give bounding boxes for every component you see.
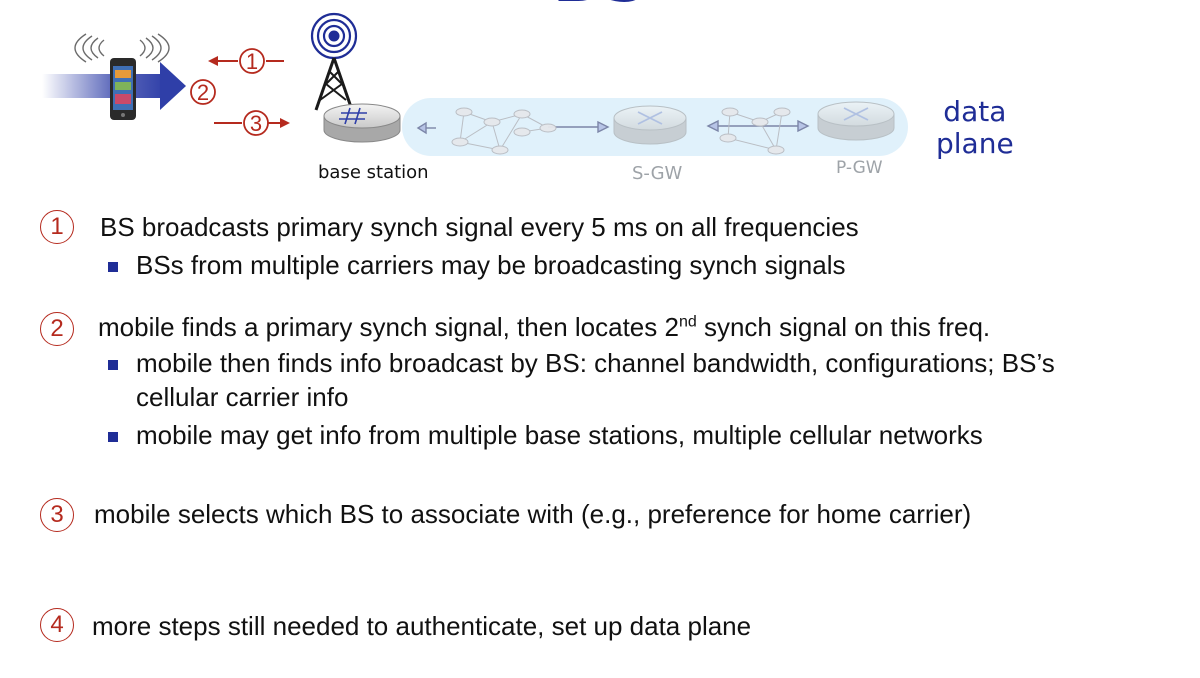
step-2: 2 mobile finds a primary synch signal, t… xyxy=(0,310,1200,450)
core-network-mesh-icon xyxy=(451,107,557,155)
slide-title: BS xyxy=(500,0,700,12)
step-4-number: 4 xyxy=(40,608,74,642)
step-2-bullet-marker-2 xyxy=(108,432,118,442)
core-network-mesh-2-icon xyxy=(719,107,791,155)
step-2-text-sup: nd xyxy=(678,313,697,331)
data-plane-label: data plane xyxy=(936,96,1014,160)
base-station-label: base station xyxy=(318,162,429,183)
callout-3-number: 3 xyxy=(250,111,262,136)
step-2-bullet-2: mobile may get info from multiple base s… xyxy=(136,420,983,450)
step-4-text: more steps still needed to authenticate,… xyxy=(92,611,752,641)
sgw-router-icon xyxy=(613,105,687,145)
mobile-phone-icon xyxy=(110,58,136,120)
step-3: 3 mobile selects which BS to associate w… xyxy=(0,498,1200,532)
mobile-arrow xyxy=(42,62,186,110)
data-plane-label-line2: plane xyxy=(936,127,1014,160)
callout-1-number: 1 xyxy=(246,49,258,74)
step-2-text-after: synch signal on this freq. xyxy=(696,312,991,342)
pgw-router-icon xyxy=(817,101,895,141)
step-1-text: BS broadcasts primary synch signal every… xyxy=(100,212,859,242)
callout-2 xyxy=(190,79,216,105)
wireless-waves-icon xyxy=(74,33,170,63)
step-1-bullet-1: BSs from multiple carriers may be broadc… xyxy=(136,250,846,280)
step-3-number: 3 xyxy=(40,498,74,532)
step-4: 4 more steps still needed to authenticat… xyxy=(0,608,1200,642)
data-plane-label-line1: data xyxy=(943,95,1007,128)
callout-3 xyxy=(214,110,290,136)
step-2-text: mobile finds a primary synch signal, the… xyxy=(98,311,990,343)
link-arrows xyxy=(416,119,810,135)
step-2-bullet-1-continued: cellular carrier info xyxy=(136,382,349,412)
network-diagram: 1 2 3 xyxy=(42,12,908,156)
sgw-label: S-GW xyxy=(632,163,683,184)
callout-1 xyxy=(208,48,284,74)
pgw-label: P-GW xyxy=(836,158,883,178)
step-1-number: 1 xyxy=(40,210,74,244)
base-station-router-icon xyxy=(323,103,401,143)
step-3-text: mobile selects which BS to associate wit… xyxy=(94,499,972,529)
callout-2-number: 2 xyxy=(197,80,209,105)
step-2-bullet-1: mobile then finds info broadcast by BS: … xyxy=(136,348,1055,378)
antenna-tower-icon xyxy=(310,12,358,111)
step-1-bullet-marker xyxy=(108,262,118,272)
step-1: 1 BS broadcasts primary synch signal eve… xyxy=(0,210,1200,280)
step-2-number: 2 xyxy=(40,312,74,346)
step-2-bullet-marker-1 xyxy=(108,360,118,370)
step-2-text-before: mobile finds a primary synch signal, the… xyxy=(98,312,679,342)
